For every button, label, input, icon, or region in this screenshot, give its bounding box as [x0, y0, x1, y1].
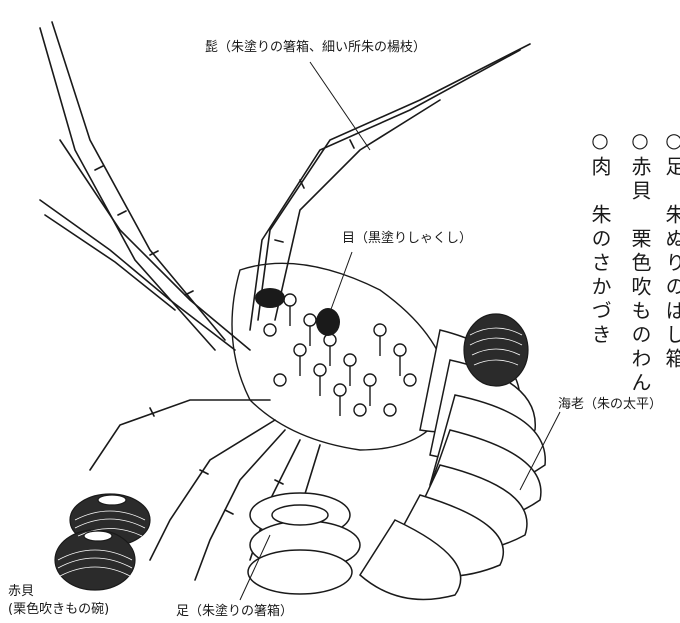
carapace-spines — [264, 294, 416, 416]
label-shell-line1: 赤貝 — [8, 584, 34, 600]
antenna-left-1 — [40, 28, 215, 350]
eye-right — [316, 308, 340, 336]
leader-eye — [330, 252, 352, 312]
label-whiskers: 髭（朱塗りの箸箱、細い所朱の楊枝） — [205, 40, 426, 56]
tail-fan-3 — [248, 550, 352, 594]
legend-item-meat: ○肉 朱のさかづき — [590, 128, 610, 348]
leader-whiskers — [310, 62, 370, 150]
label-lobster: 海老（朱の太平） — [558, 397, 662, 413]
legend-item-partial: ○足 朱ぬりのはし箱 — [664, 128, 680, 388]
antenna-left-5 — [45, 215, 175, 310]
label-legs: 足（朱塗りの箸箱） — [176, 604, 293, 620]
antenna-right-1 — [250, 50, 520, 330]
eye-left — [255, 288, 285, 308]
antenna-left-4 — [40, 200, 235, 350]
shell-bowl-top — [464, 314, 528, 386]
shell-bowl-group — [55, 494, 150, 590]
legend-item-shell: ○赤貝 栗色吹ものわん — [630, 128, 650, 396]
label-eye: 目（黒塗りしゃくし） — [342, 231, 472, 247]
leg-1 — [90, 400, 270, 470]
label-shell-line2: (栗色吹きもの碗) — [8, 602, 109, 618]
antenna-left-2 — [52, 22, 225, 340]
